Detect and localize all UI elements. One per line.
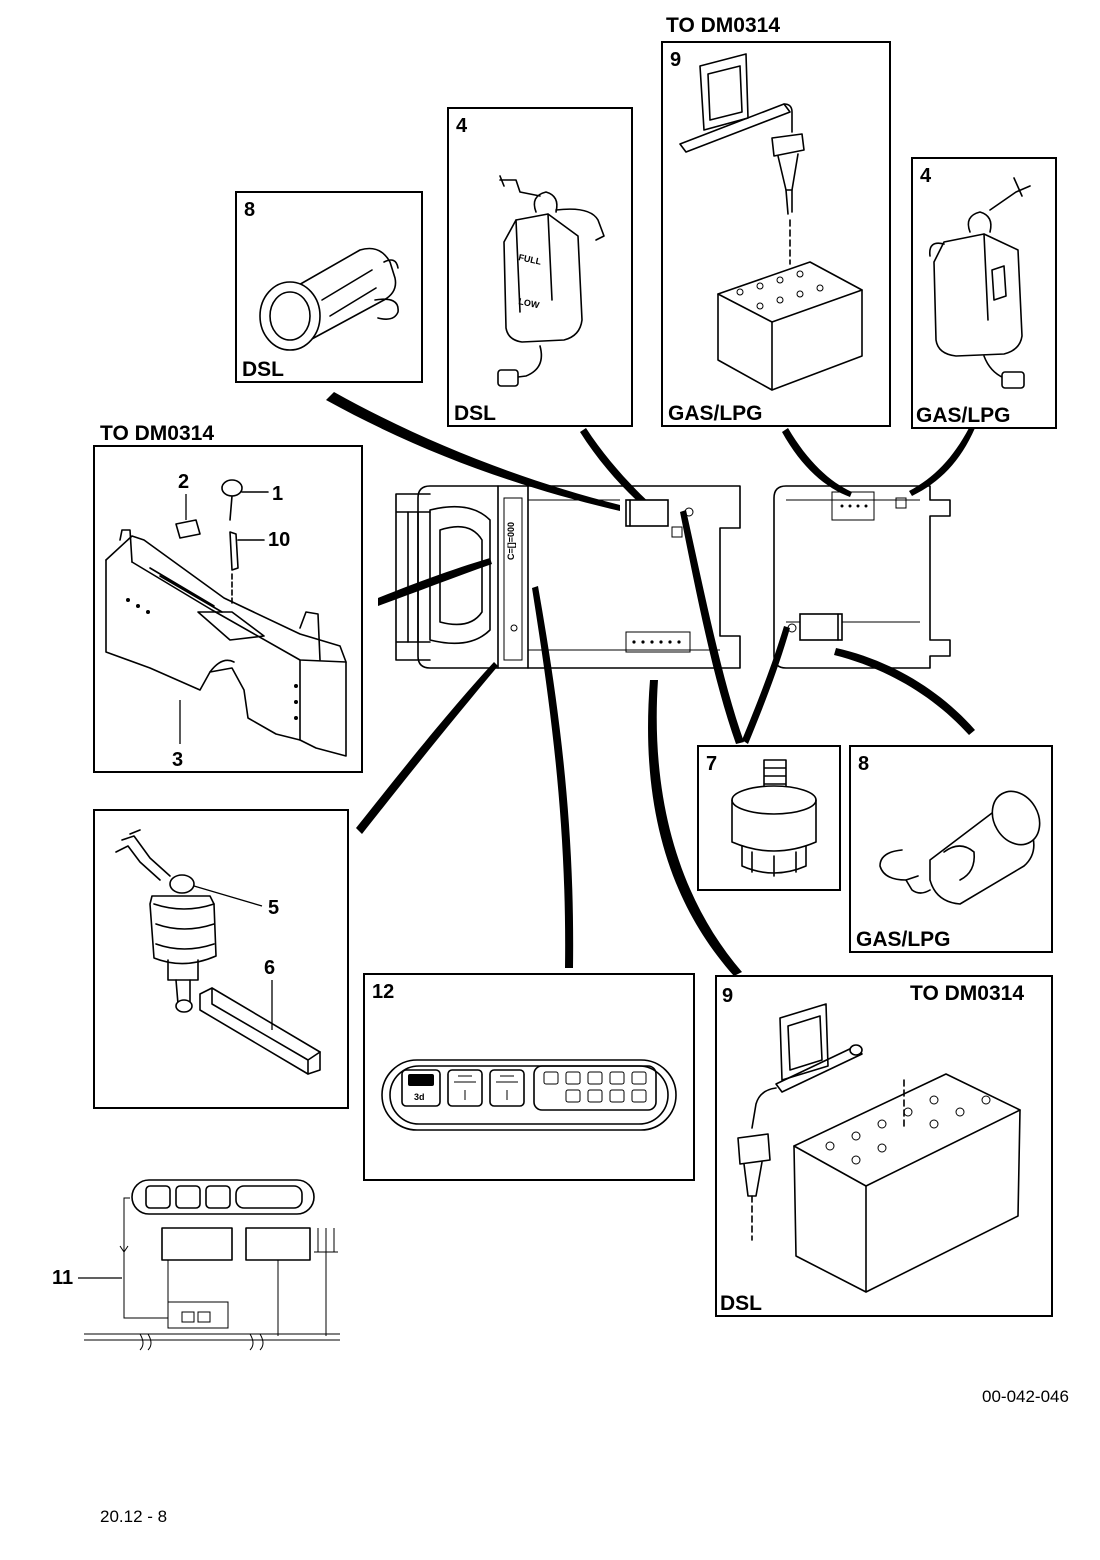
variant-label-gas-lpg: GAS/LPG bbox=[856, 928, 951, 951]
tank-full-marking: FULL bbox=[518, 252, 543, 267]
frame-illustration bbox=[105, 479, 347, 757]
panel-9-gas: 9 GAS/LPG bbox=[661, 41, 891, 427]
callout-4: 4 bbox=[920, 165, 932, 187]
variant-label-dsl: DSL bbox=[242, 358, 284, 381]
callout-9: 9 bbox=[670, 49, 681, 71]
chassis-panel-marking: C=[]=000 bbox=[506, 522, 516, 560]
fuel-filter-illustration bbox=[115, 829, 321, 1075]
variant-label-gas-lpg: GAS/LPG bbox=[916, 404, 1011, 427]
callout-8: 8 bbox=[244, 199, 255, 221]
variant-label-dsl: DSL bbox=[454, 402, 496, 425]
callout-2: 2 bbox=[178, 471, 189, 493]
page-number: 20.12 - 8 bbox=[100, 1507, 167, 1526]
coolant-tank-illustration bbox=[928, 177, 1031, 389]
panel-frame: 2 1 10 3 bbox=[93, 445, 363, 773]
panel-4-dsl: 4 DSL FULL LOW bbox=[447, 107, 633, 427]
schematic-11: 11 bbox=[52, 1179, 340, 1351]
tank-low-marking: LOW bbox=[518, 296, 541, 310]
ref-to-dm0314: TO DM0314 bbox=[910, 982, 1024, 1005]
arc-7b bbox=[742, 626, 790, 744]
callout-5: 5 bbox=[268, 897, 279, 919]
callout-8: 8 bbox=[858, 753, 869, 775]
coolant-tank-illustration: FULL LOW bbox=[497, 175, 605, 387]
starter-motor-illustration bbox=[259, 247, 399, 351]
callout-6: 6 bbox=[264, 957, 275, 979]
callout-12: 12 bbox=[372, 981, 394, 1003]
callout-7: 7 bbox=[706, 753, 717, 775]
arc-filter bbox=[356, 662, 498, 834]
callout-3: 3 bbox=[172, 749, 183, 771]
arc-8gas bbox=[834, 648, 975, 735]
battery-sensor-illustration bbox=[679, 53, 863, 391]
ref-to-dm0314-frame: TO DM0314 bbox=[100, 422, 214, 445]
chassis-frame: C=[]=000 bbox=[395, 485, 951, 669]
variant-label-gas-lpg: GAS/LPG bbox=[668, 402, 763, 425]
arc-9gas bbox=[782, 428, 852, 497]
variant-label-dsl: DSL bbox=[720, 1292, 762, 1315]
arc-9dsl bbox=[648, 680, 742, 976]
callout-9: 9 bbox=[722, 985, 733, 1007]
callout-11: 11 bbox=[52, 1267, 73, 1289]
arc-7a bbox=[680, 510, 744, 744]
display-mode-glyph: 3d bbox=[414, 1092, 425, 1102]
arc-12 bbox=[532, 586, 574, 968]
instrument-display-illustration: 3d bbox=[381, 1059, 677, 1131]
starter-motor-illustration bbox=[879, 790, 1041, 905]
panel-12: 12 3d bbox=[363, 973, 695, 1181]
panel-8-dsl: 8 DSL bbox=[235, 191, 423, 383]
callout-4: 4 bbox=[456, 115, 468, 137]
arc-4gas bbox=[909, 428, 975, 496]
panel-9-dsl: 9 TO DM0314 DSL bbox=[715, 975, 1053, 1317]
arc-4dsl bbox=[580, 428, 664, 521]
callout-1: 1 bbox=[272, 483, 283, 505]
arc-frame bbox=[378, 558, 492, 606]
battery-sensor-illustration bbox=[737, 1003, 1021, 1293]
arc-8dsl bbox=[326, 392, 620, 511]
panel-8-gas: 8 GAS/LPG bbox=[849, 745, 1053, 953]
panel-4-gas: 4 GAS/LPG bbox=[911, 157, 1057, 429]
callout-10: 10 bbox=[268, 529, 290, 551]
connector-arcs bbox=[326, 392, 975, 976]
figure-id: 00-042-046 bbox=[982, 1387, 1069, 1406]
panel-filter: 5 6 bbox=[93, 809, 349, 1109]
sensor-illustration bbox=[731, 759, 817, 877]
panel-7: 7 bbox=[697, 745, 841, 891]
ref-to-dm0314-top: TO DM0314 bbox=[666, 14, 780, 37]
